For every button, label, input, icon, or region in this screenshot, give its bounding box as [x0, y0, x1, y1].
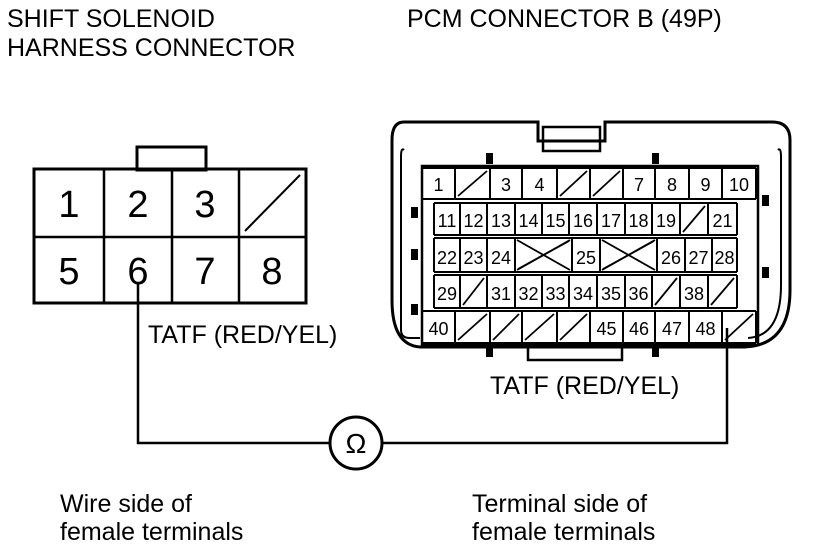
test-lead-wires — [136, 284, 729, 445]
pcm-pin-8: 8 — [667, 175, 677, 195]
pcm-pin-36: 36 — [628, 284, 648, 304]
harness-pin-1: 1 — [58, 184, 79, 226]
harness-pin-7: 7 — [194, 251, 215, 293]
pcm-pin-25: 25 — [576, 248, 596, 268]
pcm-pin-33: 33 — [545, 284, 565, 304]
terminal-side-line2: female terminals — [472, 518, 655, 546]
pcm-cavity-x-mark — [516, 239, 571, 271]
pcm-pin-27: 27 — [688, 248, 708, 268]
pcm-blank-pin-row2-9 — [682, 205, 706, 233]
pcm-pin-16: 16 — [573, 211, 593, 231]
harness-pin-6: 6 — [127, 251, 148, 293]
pcm-blank-pin-row1-1 — [457, 170, 488, 197]
pcm-blank-pin-row5-3 — [524, 313, 555, 341]
pcm-pin-40: 40 — [428, 319, 448, 339]
pcm-pin-15: 15 — [545, 211, 565, 231]
ohmmeter-symbol: Ω — [346, 428, 367, 459]
pcm-blank-pin-row5-4 — [559, 313, 588, 341]
terminal-side-line1: Terminal side of — [472, 490, 647, 518]
pcm-blank-pin-row4-8 — [654, 277, 678, 306]
left-title-line1: SHIFT SOLENOID — [7, 5, 215, 33]
harness-connector: 1 2 3 5 6 7 8 — [32, 145, 308, 305]
pcm-pin-45: 45 — [596, 319, 616, 339]
pcm-pin-21: 21 — [712, 211, 732, 231]
pcm-pin-38: 38 — [684, 284, 704, 304]
pcm-pin-29: 29 — [437, 284, 457, 304]
pcm-pin-24: 24 — [491, 248, 511, 268]
pcm-pin-17: 17 — [601, 211, 621, 231]
pcm-pin-22: 22 — [437, 248, 457, 268]
harness-blank-pin-4 — [244, 174, 301, 232]
pcm-pin-14: 14 — [518, 211, 538, 231]
pcm-pin-4: 4 — [534, 175, 544, 195]
ohmmeter-icon: Ω — [328, 415, 384, 471]
pcm-blank-pin-row1-4 — [559, 170, 588, 197]
pcm-pin-19: 19 — [656, 211, 676, 231]
pcm-pin-34: 34 — [573, 284, 593, 304]
wire-side-line2: female terminals — [60, 518, 243, 546]
pcm-pin-47: 47 — [662, 319, 682, 339]
harness-pin-8: 8 — [261, 251, 282, 293]
pcm-pin-10: 10 — [729, 175, 749, 195]
pcm-pin-9: 9 — [700, 175, 710, 195]
pcm-pin-13: 13 — [491, 211, 511, 231]
pcm-blank-pin-row1-5 — [592, 170, 621, 197]
pcm-pin-35: 35 — [601, 284, 621, 304]
pcm-pin-12: 12 — [463, 211, 483, 231]
pcm-pin-31: 31 — [491, 284, 511, 304]
pcm-pin-23: 23 — [463, 248, 483, 268]
pcm-cavity-x-mark — [601, 239, 656, 271]
harness-pin-5: 5 — [58, 251, 79, 293]
pcm-blank-pin-row4-1 — [462, 277, 485, 306]
pcm-pin-7: 7 — [634, 175, 644, 195]
pcm-pin-46: 46 — [629, 319, 649, 339]
pcm-pin-11: 11 — [438, 211, 457, 231]
harness-pin-2: 2 — [127, 184, 148, 226]
pcm-pin-18: 18 — [628, 211, 648, 231]
pcm-pin-48: 48 — [695, 319, 715, 339]
harness-pin-3: 3 — [194, 184, 215, 226]
pcm-blank-pin-row4-10 — [710, 277, 735, 306]
pcm-blank-pin-row5-9 — [724, 313, 754, 341]
tatf-left-label: TATF (RED/YEL) — [148, 321, 337, 349]
pcm-pin-32: 32 — [518, 284, 538, 304]
pcm-blank-pin-row5-2 — [492, 313, 520, 341]
tatf-right-label: TATF (RED/YEL) — [490, 372, 679, 400]
right-title: PCM CONNECTOR B (49P) — [407, 5, 722, 33]
wire-side-line1: Wire side of — [60, 490, 192, 518]
pcm-pin-3: 3 — [501, 175, 511, 195]
pcm-pin-1: 1 — [433, 175, 443, 195]
pcm-blank-pin-row5-1 — [457, 313, 488, 341]
pcm-pin-26: 26 — [661, 248, 681, 268]
left-title-line2: HARNESS CONNECTOR — [7, 34, 295, 62]
pcm-pin-28: 28 — [714, 248, 734, 268]
